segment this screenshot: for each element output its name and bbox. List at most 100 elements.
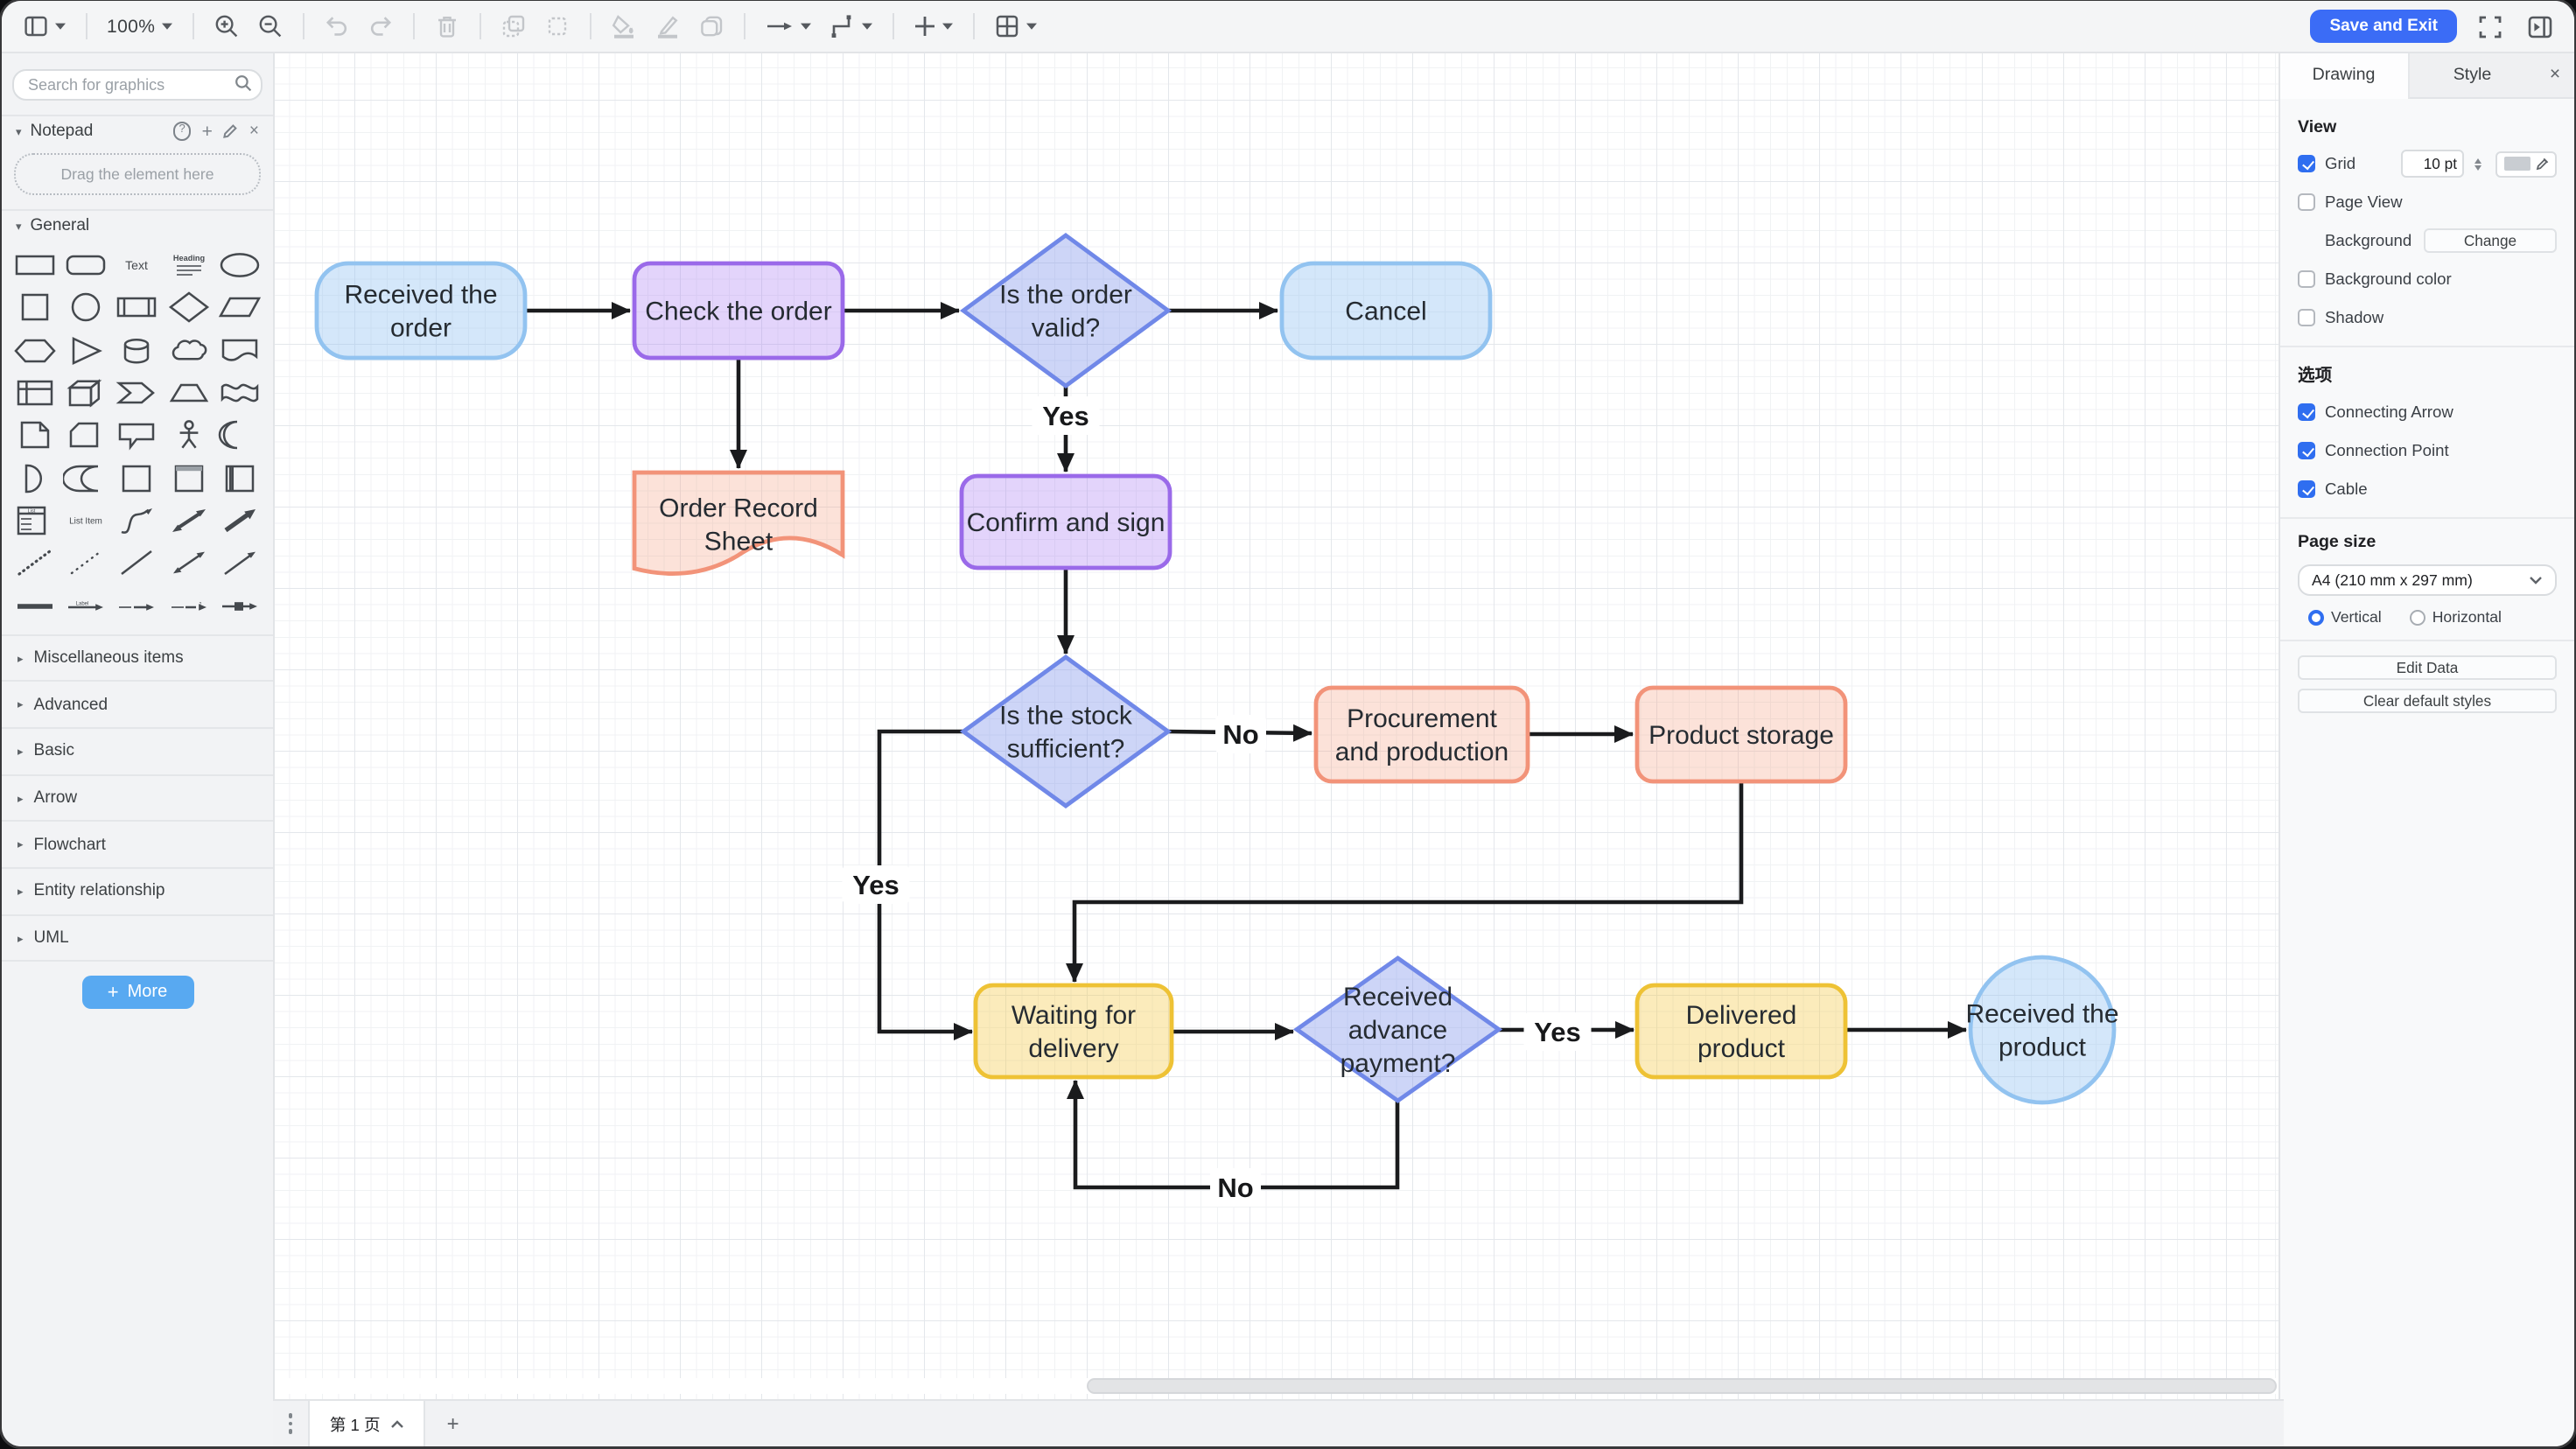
shape-card[interactable] <box>60 414 112 457</box>
clear-default-styles-button[interactable]: Clear default styles <box>2298 689 2557 713</box>
tab-style[interactable]: Style <box>2407 52 2536 99</box>
shadow-checkbox[interactable] <box>2298 309 2314 326</box>
tab-drawing[interactable]: Drawing <box>2280 52 2407 99</box>
add-page-button[interactable]: + <box>446 1411 459 1436</box>
shape-dashed-line[interactable] <box>60 542 112 584</box>
save-and-exit-button[interactable]: Save and Exit <box>2310 10 2457 43</box>
shape-step[interactable] <box>112 372 164 415</box>
zoom-in-button[interactable] <box>209 10 242 43</box>
shape-internal-storage[interactable] <box>9 372 60 415</box>
shape-tape[interactable] <box>214 372 266 415</box>
edge-label-no-14[interactable]: No <box>1210 1168 1261 1207</box>
shape-arrow-line[interactable] <box>214 542 266 584</box>
shape-circle[interactable] <box>60 287 112 330</box>
background-color-checkbox[interactable] <box>2298 270 2314 288</box>
shape-label-arrow[interactable]: Label <box>60 584 112 627</box>
table-button[interactable] <box>990 10 1040 43</box>
paste-button[interactable] <box>540 10 573 43</box>
page-menu-button[interactable] <box>273 1401 309 1446</box>
shape-actor[interactable] <box>163 414 214 457</box>
sidebar-item-flowchart[interactable]: ▸Flowchart <box>2 820 273 867</box>
shape-cloud[interactable] <box>163 329 214 372</box>
sidebar-item-uml[interactable]: ▸UML <box>2 914 273 962</box>
sidebar-toggle-button[interactable] <box>19 10 70 43</box>
shape-double-arrow-line[interactable] <box>163 542 214 584</box>
edit-pencil-icon[interactable] <box>223 123 239 139</box>
shape-box-arrow[interactable] <box>214 584 266 627</box>
shape-diamond[interactable] <box>163 287 214 330</box>
panel-close-button[interactable]: × <box>2536 52 2574 99</box>
edit-data-button[interactable]: Edit Data <box>2298 655 2557 680</box>
shape-rectangle[interactable] <box>9 244 60 287</box>
background-change-button[interactable]: Change <box>2424 228 2557 253</box>
grid-color-button[interactable] <box>2496 150 2557 177</box>
horizontal-radio[interactable] <box>2409 609 2426 625</box>
node-confirm-sign[interactable]: Confirm and sign <box>959 473 1172 570</box>
line-color-button[interactable] <box>650 10 683 43</box>
zoom-level-dropdown[interactable]: 100% <box>103 12 176 40</box>
help-icon[interactable]: ? <box>172 122 192 141</box>
shape-list-item[interactable]: List Item <box>60 500 112 542</box>
shape-note[interactable] <box>9 414 60 457</box>
shape-text[interactable]: Text <box>112 244 164 287</box>
page-tab-1[interactable]: 第 1 页 <box>308 1401 426 1446</box>
shape-or[interactable] <box>214 414 266 457</box>
shape-block-arrow[interactable] <box>214 500 266 542</box>
shape-square[interactable] <box>9 287 60 330</box>
notepad-drop-zone[interactable]: Drag the element here <box>14 153 261 195</box>
shape-trapezoid[interactable] <box>163 372 214 415</box>
search-input[interactable] <box>12 69 262 101</box>
shape-triangle[interactable] <box>60 329 112 372</box>
shape-parallelogram[interactable] <box>214 287 266 330</box>
shape-process[interactable] <box>112 287 164 330</box>
shape-line[interactable] <box>112 542 164 584</box>
shape-heading[interactable]: Heading <box>163 244 214 287</box>
edge-9[interactable] <box>1066 781 1744 983</box>
shape-double-arrow[interactable] <box>163 500 214 542</box>
shape-callout[interactable] <box>112 414 164 457</box>
sidebar-item-arrow[interactable]: ▸Arrow <box>2 774 273 820</box>
shape-curve[interactable] <box>112 500 164 542</box>
connector-style-button[interactable] <box>825 10 876 43</box>
delete-button[interactable] <box>430 10 463 43</box>
more-shapes-button[interactable]: + More <box>81 976 193 1010</box>
page-size-select[interactable]: A4 (210 mm x 297 mm) <box>2298 564 2557 596</box>
shape-ellipse[interactable] <box>214 244 266 287</box>
vertical-radio[interactable] <box>2308 609 2324 625</box>
node-cancel[interactable]: Cancel <box>1279 261 1493 360</box>
shape-rounded-rectangle[interactable] <box>60 244 112 287</box>
edge-label-yes-12[interactable]: Yes <box>1523 1012 1592 1051</box>
collapse-right-panel-button[interactable] <box>2524 10 2557 42</box>
add-icon[interactable]: + <box>201 121 213 142</box>
shape-dashed-arrow[interactable] <box>112 584 164 627</box>
zoom-out-button[interactable] <box>253 10 286 43</box>
fullscreen-button[interactable] <box>2474 10 2506 42</box>
grid-size-input[interactable]: 10 pt <box>2401 150 2464 178</box>
edge-label-no-7[interactable]: No <box>1215 715 1266 753</box>
shape-rect-sidebar[interactable] <box>214 457 266 500</box>
shape-bold-line[interactable] <box>9 584 60 627</box>
sidebar-item-advanced[interactable]: ▸Advanced <box>2 680 273 727</box>
shape-delay[interactable] <box>60 457 112 500</box>
copy-button[interactable] <box>496 10 529 43</box>
shape-style-button[interactable] <box>694 10 727 43</box>
horizontal-scrollbar-track[interactable] <box>273 1378 2284 1394</box>
fill-color-button[interactable] <box>606 10 640 43</box>
edge-label-yes-5[interactable]: Yes <box>1032 396 1100 435</box>
insert-button[interactable] <box>909 11 956 41</box>
shape-dashed-label-arrow[interactable]: 2 <box>163 584 214 627</box>
shape-dotted-line[interactable] <box>9 542 60 584</box>
grid-checkbox[interactable] <box>2298 155 2314 172</box>
general-section-header[interactable]: ▾ General <box>2 209 273 241</box>
shape-cube[interactable] <box>60 372 112 415</box>
node-check-order[interactable]: Check the order <box>632 261 845 360</box>
connection-point-checkbox[interactable] <box>2298 442 2314 459</box>
horizontal-scrollbar-thumb[interactable] <box>1087 1378 2277 1394</box>
